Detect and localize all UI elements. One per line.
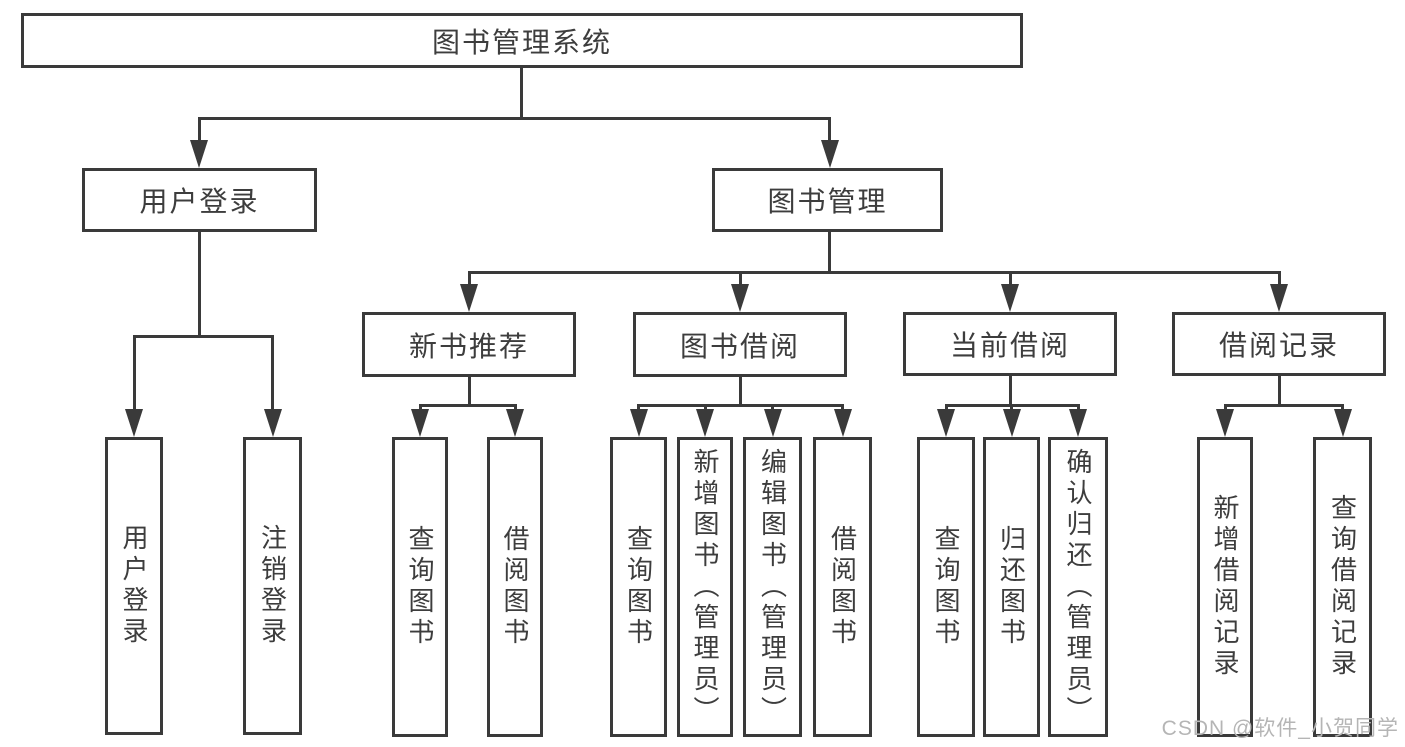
node-nbr-query-books-label: 查询图书 xyxy=(405,525,435,649)
arrow-br-query-head xyxy=(1334,409,1352,437)
arrow-cb-return-head xyxy=(1003,409,1021,437)
arrow-nbr-query-shaft xyxy=(419,404,422,412)
node-user-login-leaf-label: 用户登录 xyxy=(119,524,149,648)
conn-book-mgmt-trunk xyxy=(828,232,831,274)
arrow-borrow-records-head xyxy=(1270,284,1288,312)
node-root-label: 图书管理系统 xyxy=(431,26,612,58)
arrow-logout-shaft xyxy=(271,335,274,411)
node-cb-return-books: 归还图书 xyxy=(983,437,1040,737)
node-bb-add-books-admin: 新增图书（管理员） xyxy=(677,437,733,737)
conn-current-borrow-trunk xyxy=(1009,376,1012,406)
arrow-cb-return-shaft xyxy=(1010,404,1013,412)
node-bb-borrow-books-label: 借阅图书 xyxy=(827,525,858,649)
node-book-management-label: 图书管理 xyxy=(767,186,888,217)
arrow-bb-borrow-shaft xyxy=(841,404,844,412)
arrow-logout-head xyxy=(264,409,282,437)
node-bb-borrow-books: 借阅图书 xyxy=(813,437,872,737)
node-current-borrow-label: 当前借阅 xyxy=(949,330,1070,361)
arrow-cb-confirm-shaft xyxy=(1077,404,1080,412)
node-cb-confirm-return-admin-label: 确认归还（管理员） xyxy=(1063,447,1093,727)
node-br-add-record: 新增借阅记录 xyxy=(1197,437,1253,737)
arrow-br-query-shaft xyxy=(1341,404,1344,412)
node-cb-query-books: 查询图书 xyxy=(917,437,975,737)
node-borrow-records: 借阅记录 xyxy=(1172,312,1386,376)
conn-borrow-records-trunk xyxy=(1278,376,1281,406)
node-new-book-recommend: 新书推荐 xyxy=(362,312,576,377)
arrow-user-login-shaft xyxy=(198,117,201,141)
arrow-current-borrow-shaft xyxy=(1009,271,1012,286)
arrow-br-add-shaft xyxy=(1224,404,1227,412)
arrow-bb-borrow-head xyxy=(834,409,852,437)
node-root: 图书管理系统 xyxy=(21,13,1023,68)
arrow-nbr-borrow-head xyxy=(506,409,524,437)
arrow-book-borrow-shaft xyxy=(739,271,742,286)
csdn-watermark: CSDN @软件_小贺同学 xyxy=(1161,717,1399,740)
arrow-new-book-rec-head xyxy=(460,284,478,312)
arrow-borrow-records-shaft xyxy=(1278,271,1281,286)
node-br-query-record-label: 查询借阅记录 xyxy=(1327,494,1358,680)
node-bb-query-books-label: 查询图书 xyxy=(623,525,654,649)
arrow-bb-query-head xyxy=(630,409,648,437)
arrow-bb-add-shaft xyxy=(704,404,707,412)
arrow-current-borrow-head xyxy=(1001,284,1019,312)
node-book-borrow-label: 图书借阅 xyxy=(679,330,800,362)
conn-book-mgmt-hbar xyxy=(468,271,1280,274)
arrow-bb-add-head xyxy=(696,409,714,437)
conn-root-hbar xyxy=(198,117,831,120)
conn-book-borrow-hbar xyxy=(637,404,844,407)
node-br-add-record-label: 新增借阅记录 xyxy=(1210,494,1240,680)
node-bb-edit-books-admin: 编辑图书（管理员） xyxy=(743,437,802,737)
arrow-user-login-head xyxy=(190,140,208,168)
conn-book-borrow-trunk xyxy=(739,377,742,407)
node-logout-label: 注销登录 xyxy=(257,524,288,648)
node-br-query-record: 查询借阅记录 xyxy=(1313,437,1372,737)
conn-new-book-rec-hbar xyxy=(419,404,517,407)
node-new-book-recommend-label: 新书推荐 xyxy=(408,330,529,362)
conn-root-trunk xyxy=(520,68,523,118)
conn-user-login-trunk xyxy=(198,232,201,338)
arrow-cb-confirm-head xyxy=(1069,409,1087,437)
node-user-login-label: 用户登录 xyxy=(139,186,260,217)
arrow-nbr-query-head xyxy=(411,409,429,437)
conn-user-login-hbar xyxy=(133,335,274,338)
node-nbr-query-books: 查询图书 xyxy=(392,437,448,737)
node-cb-query-books-label: 查询图书 xyxy=(931,525,961,649)
node-bb-query-books: 查询图书 xyxy=(610,437,667,737)
arrow-new-book-rec-shaft xyxy=(468,271,471,286)
node-user-login-leaf: 用户登录 xyxy=(105,437,163,735)
node-book-borrow: 图书借阅 xyxy=(633,312,847,377)
arrow-br-add-head xyxy=(1216,409,1234,437)
conn-borrow-records-hbar xyxy=(1224,404,1344,407)
node-cb-return-books-label: 归还图书 xyxy=(996,525,1027,649)
arrow-book-borrow-head xyxy=(731,284,749,312)
node-logout: 注销登录 xyxy=(243,437,302,735)
arrow-cb-query-shaft xyxy=(945,404,948,412)
conn-new-book-rec-trunk xyxy=(468,377,471,407)
node-cb-confirm-return-admin: 确认归还（管理员） xyxy=(1048,437,1108,737)
node-book-management: 图书管理 xyxy=(712,168,943,232)
arrow-user-login-leaf-shaft xyxy=(133,335,136,411)
node-bb-add-books-admin-label: 新增图书（管理员） xyxy=(690,447,720,727)
arrow-cb-query-head xyxy=(937,409,955,437)
arrow-nbr-borrow-shaft xyxy=(514,404,517,412)
node-current-borrow: 当前借阅 xyxy=(903,312,1117,376)
arrow-bb-edit-shaft xyxy=(771,404,774,412)
node-nbr-borrow-books-label: 借阅图书 xyxy=(500,525,530,649)
arrow-bb-edit-head xyxy=(764,409,782,437)
node-bb-edit-books-admin-label: 编辑图书（管理员） xyxy=(757,447,788,727)
arrow-book-mgmt-shaft xyxy=(828,117,831,141)
node-user-login: 用户登录 xyxy=(82,168,317,232)
arrow-bb-query-shaft xyxy=(637,404,640,412)
arrow-user-login-leaf-head xyxy=(125,409,143,437)
node-borrow-records-label: 借阅记录 xyxy=(1218,330,1339,361)
node-nbr-borrow-books: 借阅图书 xyxy=(487,437,543,737)
arrow-book-mgmt-head xyxy=(821,140,839,168)
